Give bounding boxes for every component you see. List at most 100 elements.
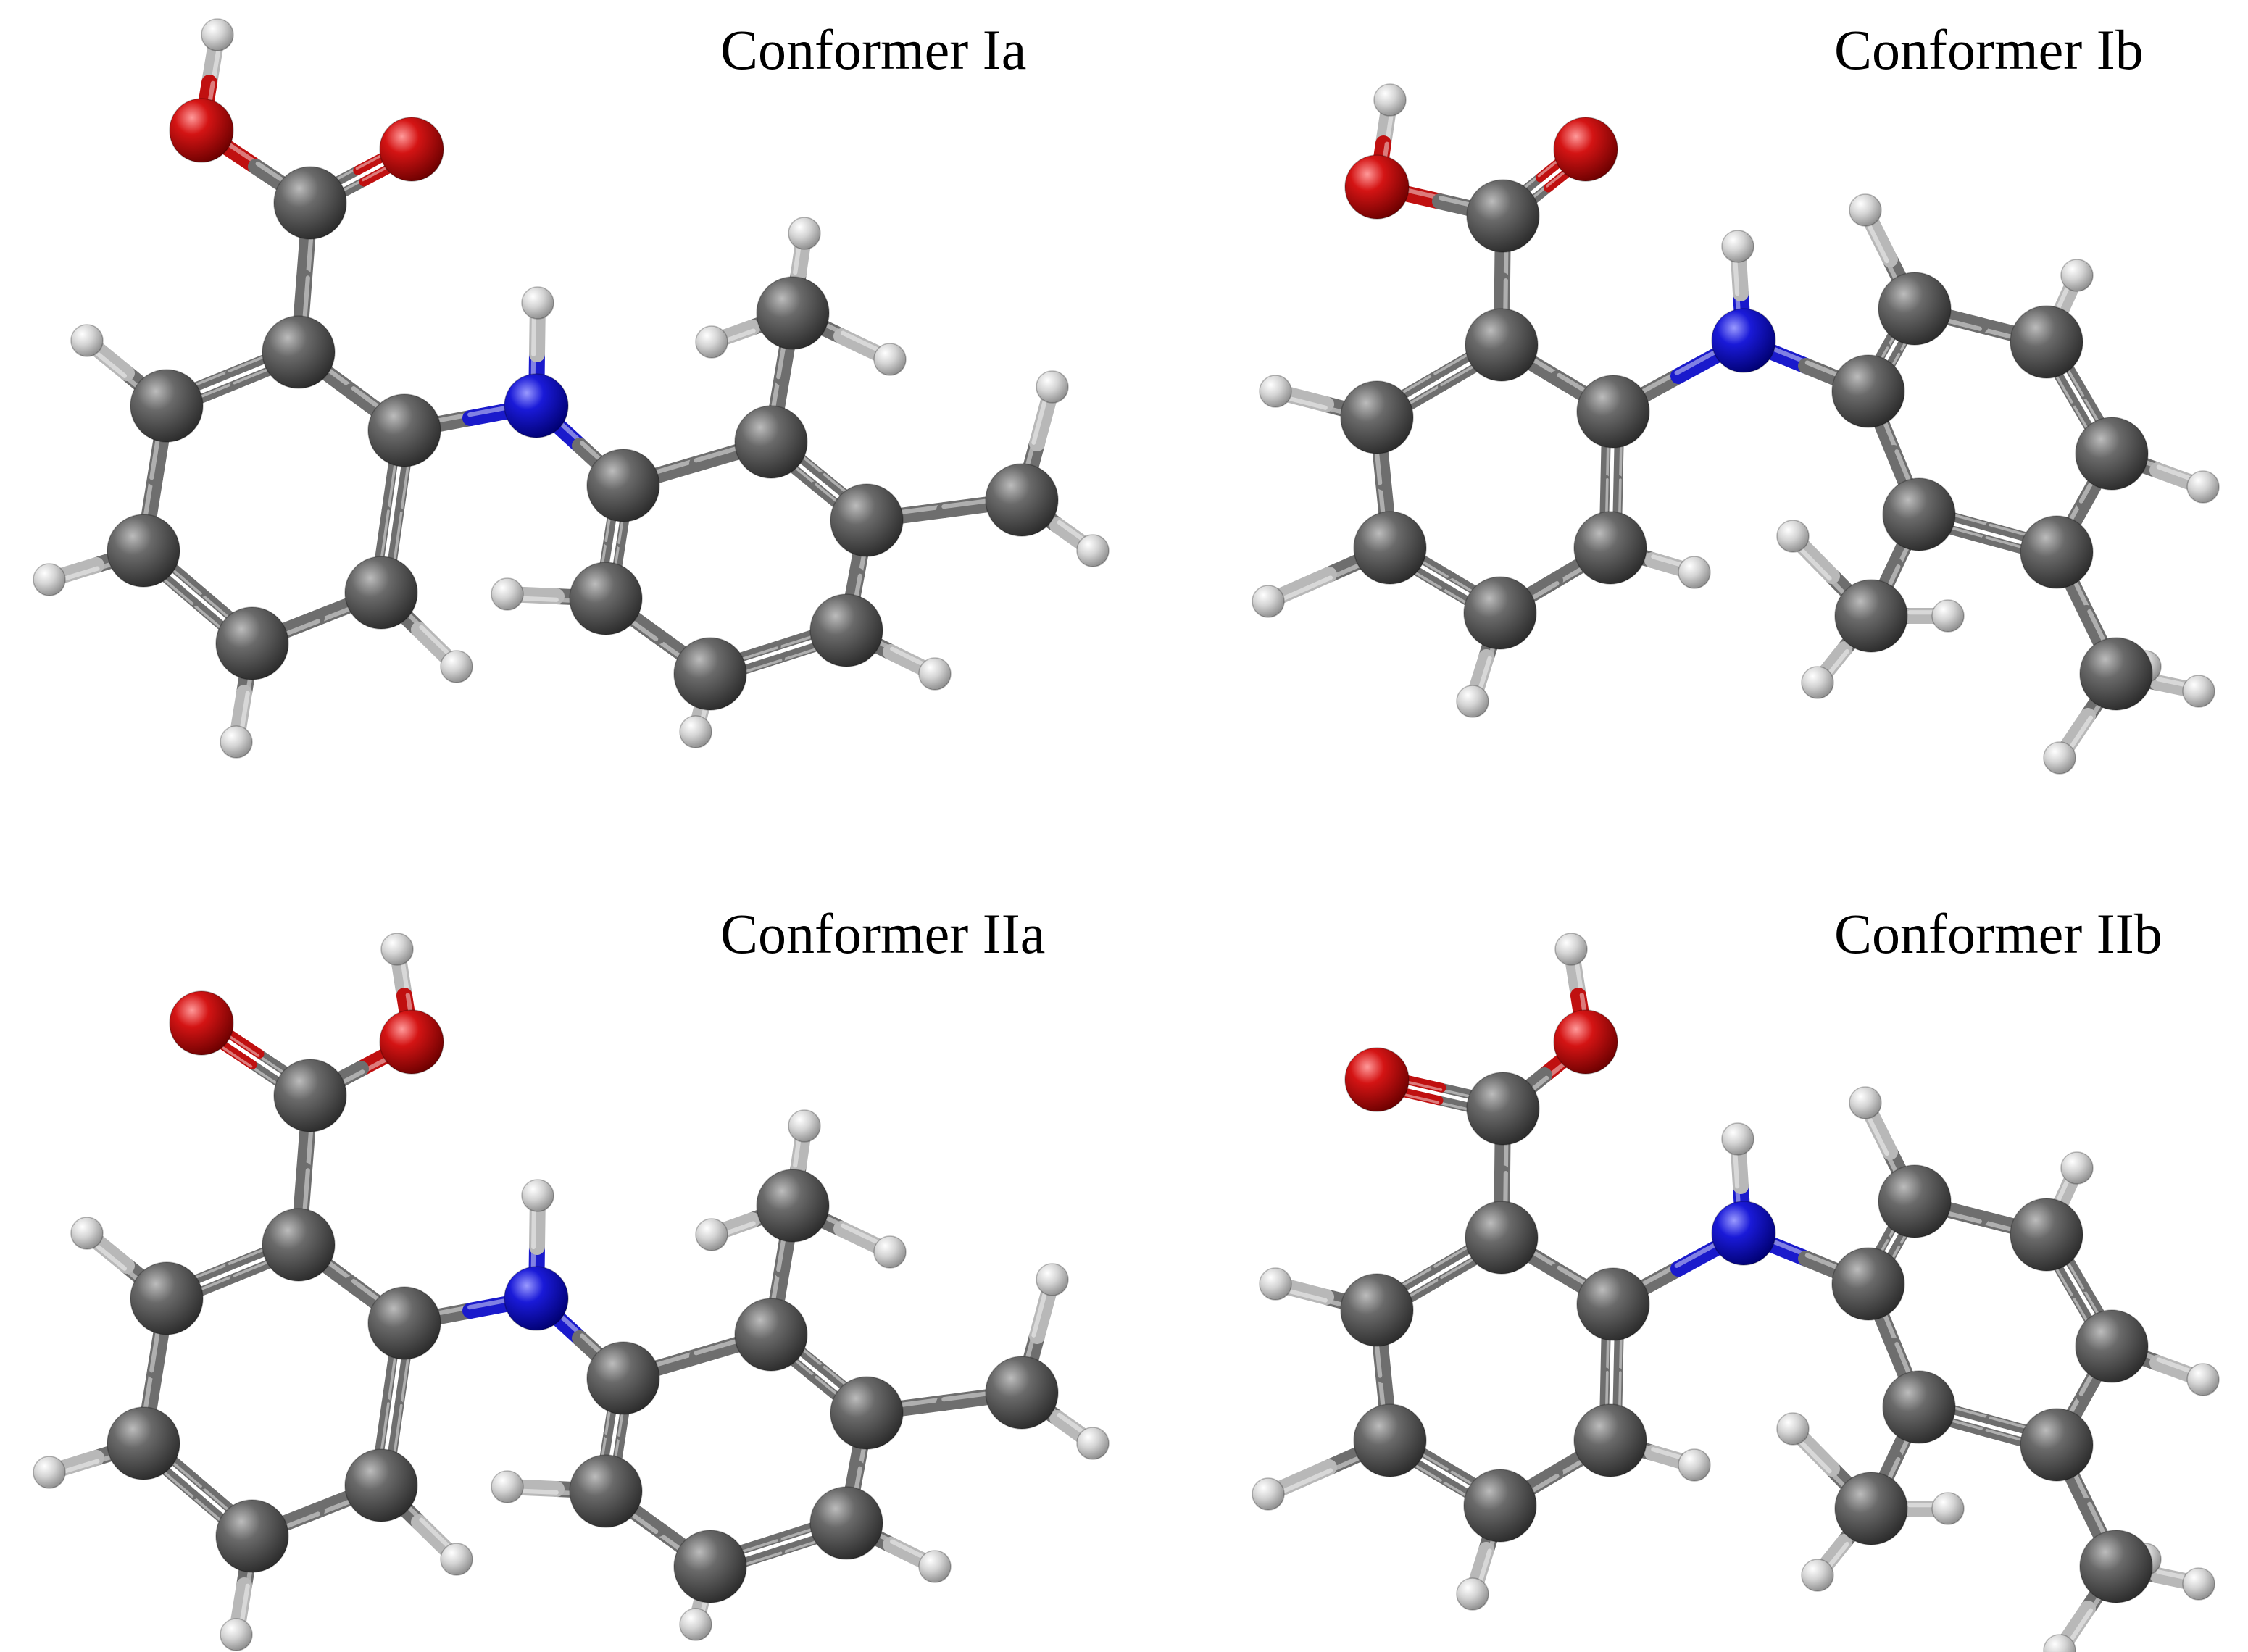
hydrogen-atom (33, 563, 66, 596)
carbon-atom (1353, 511, 1427, 585)
hydrogen-atom (679, 1608, 712, 1641)
carbon-atom (1463, 576, 1537, 650)
hydrogen-atom (1456, 1577, 1489, 1611)
molecule-conformer-Ib (1252, 83, 2220, 775)
hydrogen-atom (2182, 675, 2215, 708)
hydrogen-atom (918, 1550, 952, 1583)
hydrogen-atom (1776, 1412, 1810, 1446)
carbon-atom (1573, 511, 1647, 585)
hydrogen-atom (70, 324, 104, 357)
carbon-atom (2020, 1408, 2094, 1482)
hydrogen-atom (2043, 1634, 2076, 1652)
carbon-atom (2079, 637, 2153, 711)
carbon-atom (1882, 1370, 1956, 1444)
hydrogen-atom (2060, 1151, 2094, 1185)
hydrogen-atom (201, 18, 234, 51)
carbon-atom (1878, 1164, 1952, 1238)
oxygen-atom (379, 1009, 444, 1075)
conformer-IIb-label: Conformer IIb (1834, 902, 2162, 965)
hydrogen-atom (521, 286, 554, 320)
carbon-atom (830, 1376, 904, 1450)
hydrogen-atom (2186, 470, 2220, 504)
carbon-atom (586, 1341, 660, 1415)
hydrogen-atom (1801, 1559, 1834, 1592)
hydrogen-atom (1721, 230, 1754, 263)
hydrogen-atom (1678, 556, 1711, 589)
hydrogen-atom (491, 577, 524, 611)
nitrogen-atom (1711, 308, 1776, 373)
conformer-Ib-label: Conformer Ib (1834, 18, 2144, 81)
molecule-conformer-IIa (33, 933, 1110, 1651)
oxygen-atom (379, 117, 444, 182)
hydrogen-atom (70, 1217, 104, 1250)
carbon-atom (673, 637, 747, 711)
nitrogen-atom (504, 1266, 569, 1331)
hydrogen-atom (1931, 599, 1965, 633)
hydrogen-atom (1849, 1086, 1882, 1119)
carbon-atom (569, 562, 643, 635)
carbon-atom (1353, 1403, 1427, 1477)
oxygen-atom (1553, 1009, 1618, 1075)
hydrogen-atom (1036, 370, 1069, 404)
carbon-atom (1878, 272, 1952, 346)
hydrogen-atom (1849, 193, 1882, 227)
hydrogen-atom (1076, 534, 1110, 567)
carbon-atom (985, 1356, 1059, 1430)
carbon-atom (1576, 375, 1650, 449)
conformer-Ia-label: Conformer Ia (720, 18, 1027, 81)
carbon-atom (262, 315, 336, 389)
carbon-atom (2010, 1198, 2083, 1272)
carbon-atom (2075, 417, 2149, 491)
hydrogen-atom (695, 325, 728, 359)
carbon-atom (1466, 1072, 1540, 1146)
oxygen-atom (169, 98, 234, 163)
hydrogen-atom (1036, 1263, 1069, 1296)
hydrogen-atom (918, 657, 952, 691)
hydrogen-atom (1931, 1492, 1965, 1525)
carbon-atom (1831, 1247, 1905, 1321)
carbon-atom (2075, 1309, 2149, 1383)
carbon-atom (2020, 515, 2094, 589)
hydrogen-atom (788, 1109, 821, 1143)
hydrogen-atom (1801, 666, 1834, 699)
hydrogen-atom (1721, 1122, 1754, 1156)
carbon-atom (1465, 1201, 1539, 1275)
carbon-atom (569, 1454, 643, 1528)
carbon-atom (985, 463, 1059, 537)
carbon-atom (1465, 308, 1539, 382)
conformer-IIa-label: Conformer IIa (720, 902, 1046, 965)
hydrogen-atom (1678, 1448, 1711, 1482)
hydrogen-atom (1373, 83, 1407, 117)
carbon-atom (344, 1448, 418, 1522)
hydrogen-atom (873, 1235, 907, 1269)
carbon-atom (830, 483, 904, 557)
molecule-conformer-IIb (1252, 933, 2220, 1652)
carbon-atom (1882, 477, 1956, 551)
carbon-atom (344, 556, 418, 630)
carbon-atom (367, 1286, 441, 1360)
carbon-atom (367, 393, 441, 467)
carbon-atom (1834, 579, 1908, 653)
carbon-atom (1466, 179, 1540, 253)
carbon-atom (756, 276, 830, 350)
nitrogen-atom (1711, 1201, 1776, 1266)
carbon-atom (273, 1059, 347, 1132)
hydrogen-atom (440, 650, 473, 683)
hydrogen-atom (2186, 1363, 2220, 1396)
nitrogen-atom (504, 373, 569, 438)
carbon-atom (586, 449, 660, 522)
hydrogen-atom (220, 725, 253, 759)
carbon-atom (756, 1169, 830, 1243)
hydrogen-atom (788, 217, 821, 250)
hydrogen-atom (1252, 1477, 1285, 1511)
carbon-atom (809, 1486, 883, 1560)
carbon-atom (809, 593, 883, 667)
hydrogen-atom (1076, 1427, 1110, 1460)
carbon-atom (130, 369, 204, 443)
oxygen-atom (1553, 117, 1618, 182)
hydrogen-atom (679, 715, 712, 748)
hydrogen-atom (33, 1456, 66, 1489)
carbon-atom (262, 1208, 336, 1282)
hydrogen-atom (1252, 585, 1285, 618)
